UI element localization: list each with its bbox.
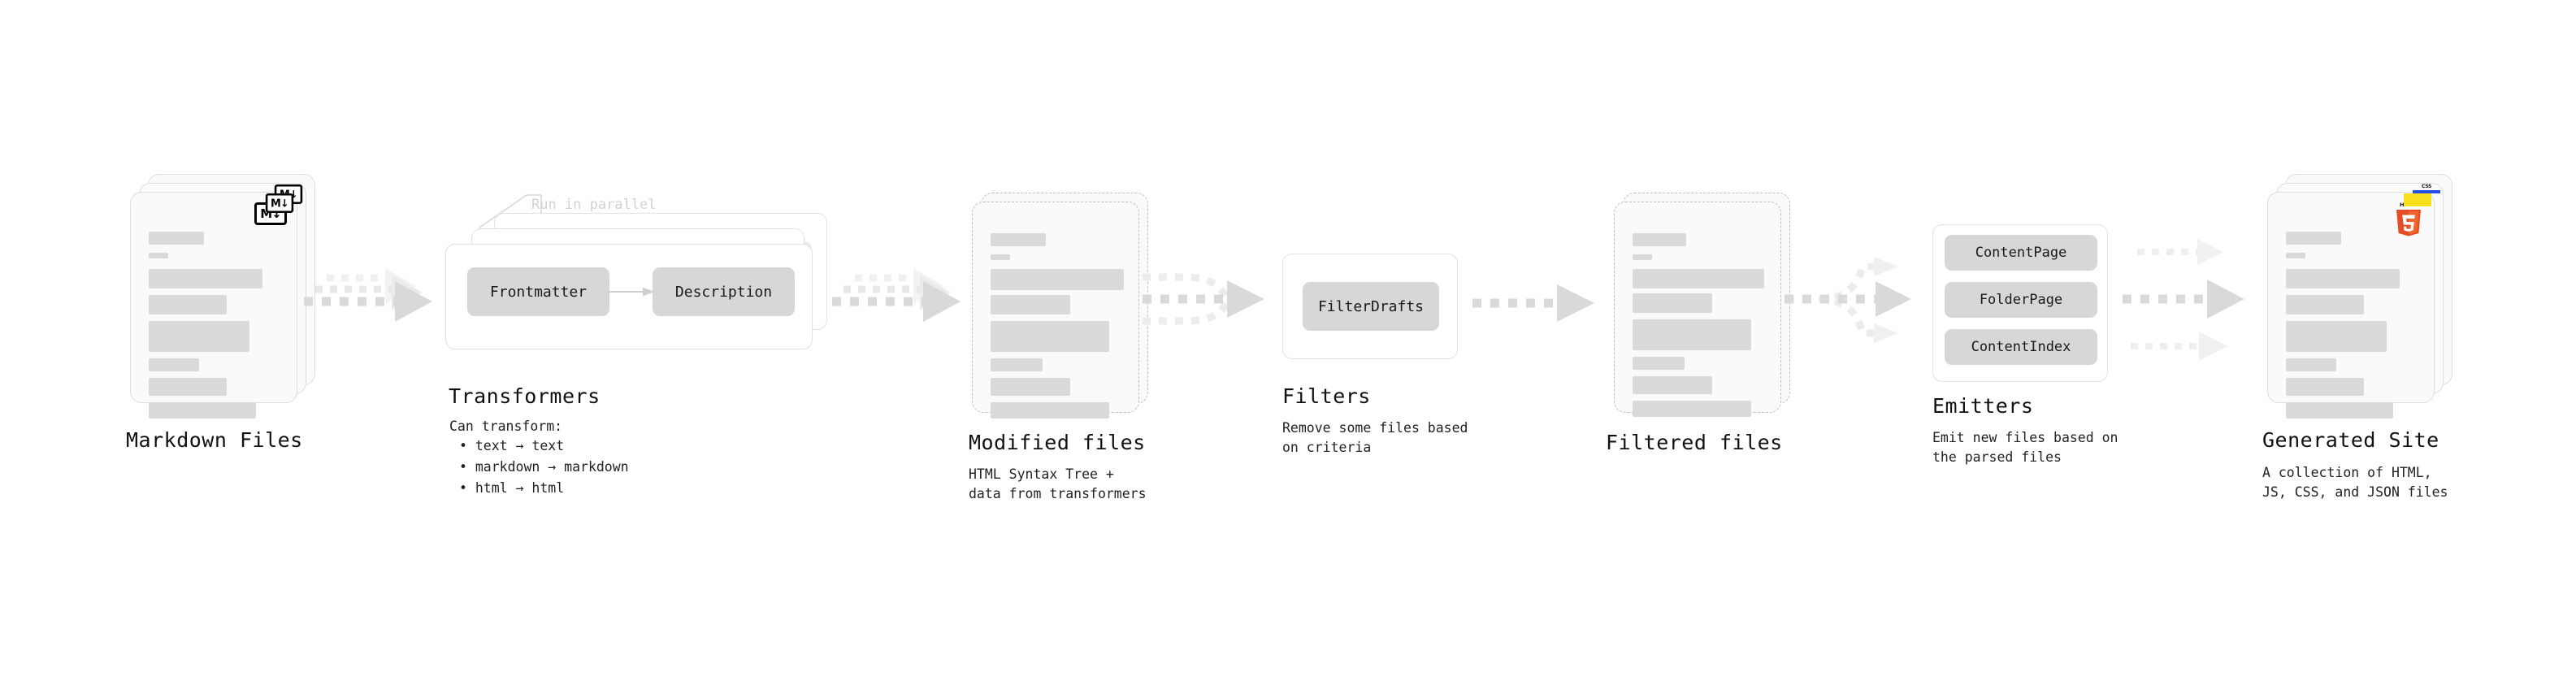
skeleton-line: [991, 269, 1124, 290]
skeleton-line: [1633, 254, 1652, 260]
filters-group: FilterDrafts: [1282, 254, 1458, 359]
skeleton-line: [2286, 402, 2393, 419]
chip-contentindex[interactable]: ContentIndex: [1945, 329, 2097, 365]
chip-description[interactable]: Description: [653, 267, 795, 316]
label-filtered-files: Filtered files: [1606, 431, 1783, 454]
emitters-group: ContentPage FolderPage ContentIndex: [1932, 224, 2108, 382]
skeleton-line: [991, 358, 1043, 371]
skeleton-line: [149, 269, 262, 288]
skeleton-line: [149, 321, 249, 352]
skeleton-line: [2286, 232, 2341, 245]
label-markdown-files: Markdown Files: [126, 428, 303, 452]
skeleton-line: [149, 295, 227, 314]
chip-folderpage[interactable]: FolderPage: [1945, 282, 2097, 318]
skeleton-line: [2286, 358, 2336, 371]
skeleton-line: [2286, 269, 2400, 288]
note-run-in-parallel: Run in parallel: [531, 197, 657, 213]
skeleton-line: [2286, 295, 2364, 314]
skeleton-line: [991, 321, 1109, 352]
transformers-bullet-0: • text → text: [459, 438, 565, 453]
skeleton-line: [1633, 357, 1685, 370]
skeleton-line: [991, 295, 1070, 314]
label-modified-files: Modified files: [969, 431, 1146, 454]
skeleton-line: [991, 378, 1070, 396]
label-filters: Filters: [1282, 384, 1371, 408]
markdown-card-front: M↓: [130, 192, 297, 419]
emitters-subtitle: Emit new files based on the parsed files: [1932, 430, 2118, 465]
skeleton-line: [2286, 253, 2305, 258]
arrow-modified-to-filters: [1143, 270, 1281, 359]
css-badge: CSS: [2413, 184, 2440, 196]
skeleton-line: [1633, 233, 1686, 246]
site-card-front: HTML: [2267, 192, 2435, 419]
label-transformers: Transformers: [449, 384, 601, 408]
skeleton-line: [149, 378, 227, 396]
skeleton-line: [149, 253, 168, 258]
skeleton-line: [991, 233, 1046, 246]
markdown-badge-letter: M: [271, 196, 281, 210]
modified-files-subtitle: HTML Syntax Tree + data from transformer…: [969, 466, 1147, 501]
transformer-inner-arrow: [607, 287, 654, 297]
arrow-emitters-to-site: [2123, 232, 2269, 379]
arrow-transformers-to-modified: [832, 268, 970, 349]
transformers-subtitle-head: Can transform:: [449, 419, 563, 434]
skeleton-line: [1633, 293, 1712, 313]
markdown-badge-arrow: ↓: [280, 196, 289, 210]
transformer-group-front: Frontmatter Description: [445, 244, 813, 349]
skeleton-line: [1633, 269, 1764, 288]
skeleton-line: [991, 402, 1109, 419]
arrow-filtered-to-emitters: [1785, 242, 1939, 364]
filtered-card-front: [1614, 202, 1781, 417]
skeleton-line: [149, 232, 204, 245]
transformers-bullet-1: • markdown → markdown: [459, 459, 629, 475]
skeleton-line: [991, 254, 1010, 260]
transformers-bullet-2: • html → html: [459, 480, 565, 496]
chip-filterdrafts[interactable]: FilterDrafts: [1303, 282, 1439, 331]
skeleton-line: [1633, 376, 1712, 394]
skeleton-line: [149, 358, 199, 371]
filters-subtitle: Remove some files based on criteria: [1282, 420, 1468, 455]
modified-card-front: [972, 202, 1139, 419]
skeleton-line: [1633, 319, 1751, 350]
generated-site-subtitle: A collection of HTML, JS, CSS, and JSON …: [2262, 465, 2448, 500]
skeleton-line: [1633, 401, 1751, 417]
markdown-badge-arrow: ↓: [289, 187, 298, 201]
label-generated-site: Generated Site: [2262, 428, 2439, 452]
skeleton-line: [149, 402, 256, 419]
arrow-filters-to-filtered: [1472, 282, 1611, 331]
css-badge-label: CSS: [2422, 184, 2431, 189]
chip-contentpage[interactable]: ContentPage: [1945, 235, 2097, 271]
chip-frontmatter[interactable]: Frontmatter: [467, 267, 609, 316]
arrow-markdown-to-transformers: [304, 268, 442, 349]
label-emitters: Emitters: [1932, 394, 2034, 418]
skeleton-line: [2286, 321, 2387, 352]
js-badge: [2404, 193, 2431, 206]
skeleton-line: [2286, 378, 2364, 396]
css-badge-bar: [2413, 190, 2440, 193]
markdown-badge-back-1: M↓: [265, 193, 294, 214]
